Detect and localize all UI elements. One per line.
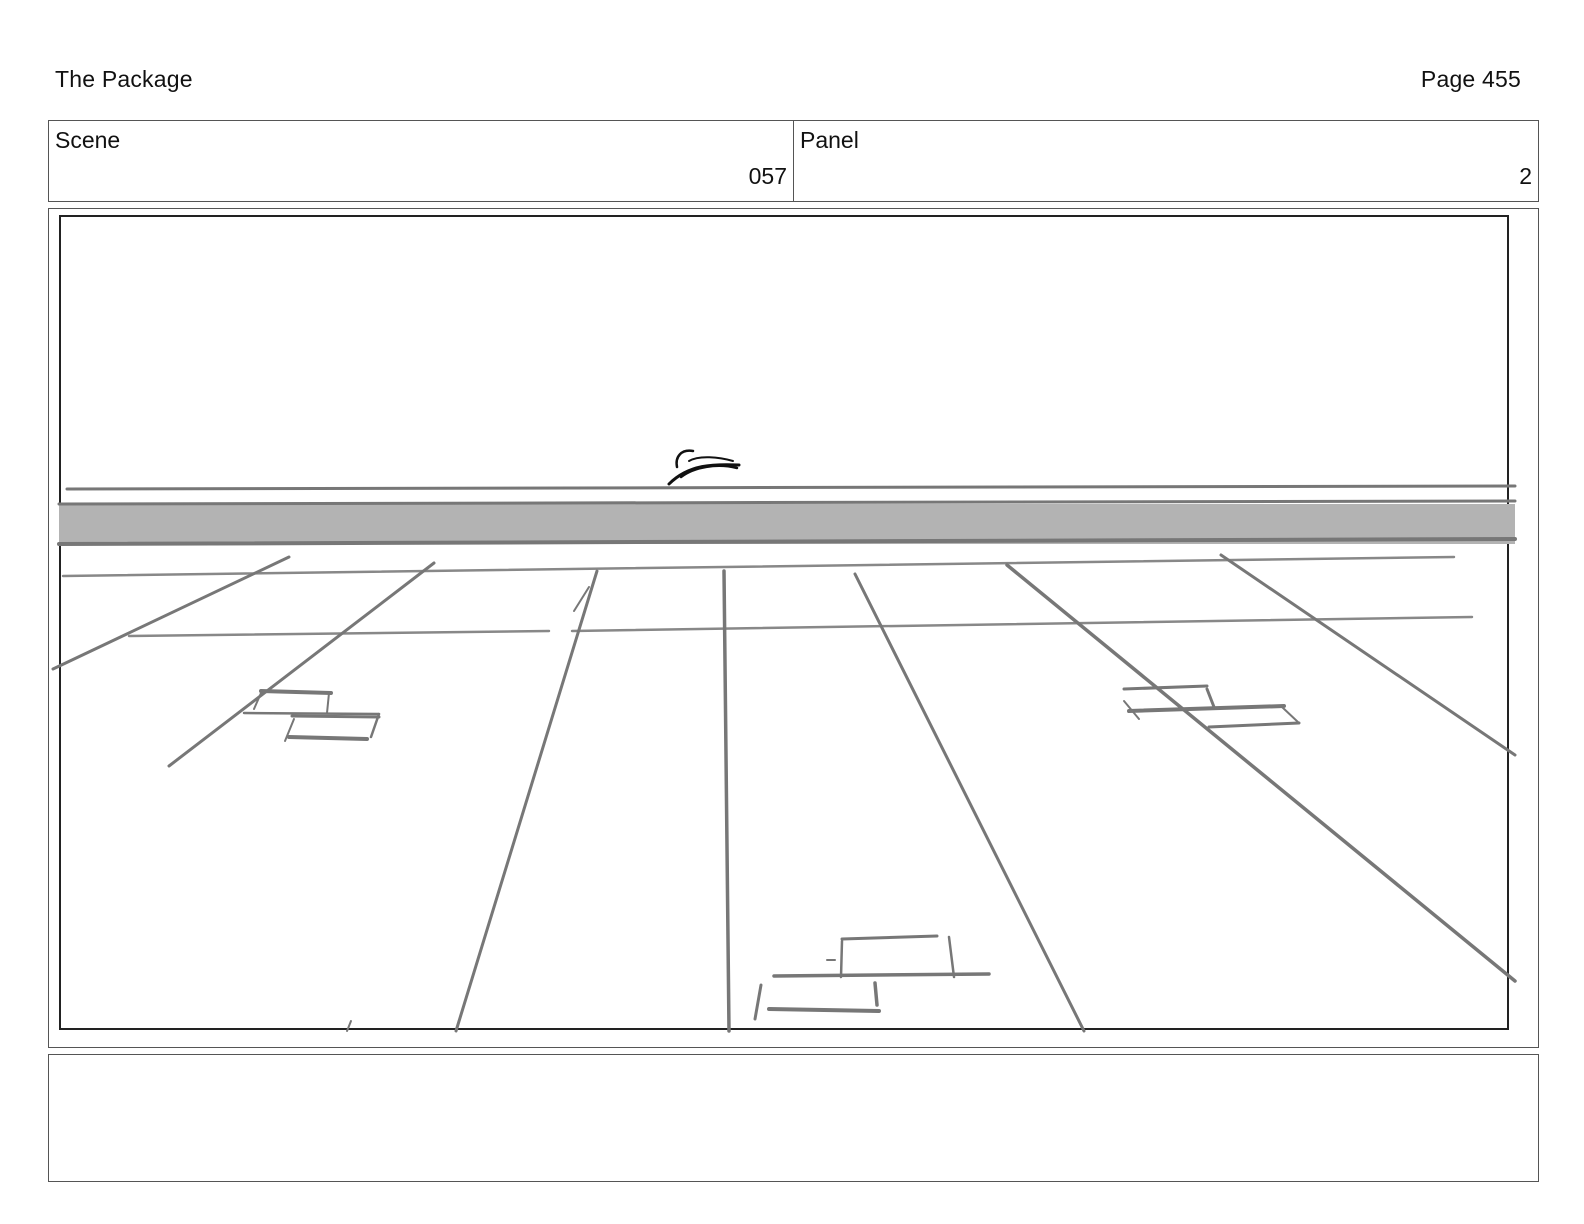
storyboard-panel <box>48 208 1539 1048</box>
panel-label: Panel <box>800 127 859 153</box>
project-title: The Package <box>55 66 193 92</box>
distant-object-sketch <box>667 449 741 486</box>
scene-label: Scene <box>55 127 121 153</box>
page-number: Page 455 <box>1420 66 1521 92</box>
scene-number: 057 <box>748 163 787 189</box>
panel-cell: Panel 2 <box>793 121 1538 201</box>
scene-panel-info: Scene 057 Panel 2 <box>48 120 1539 202</box>
ground-lines <box>61 555 1474 638</box>
ground-mark-center <box>753 934 991 1021</box>
ground-mark-right <box>1122 684 1301 729</box>
storyboard-sketch <box>51 215 1517 1033</box>
perspective-lines <box>51 553 1517 1033</box>
panel-number: 2 <box>1519 163 1532 189</box>
sketch-frame <box>59 215 1509 1030</box>
ground-mark-left <box>242 689 381 742</box>
panel-notes <box>48 1054 1539 1182</box>
wall-band <box>57 484 1517 546</box>
scene-cell: Scene 057 <box>49 121 793 201</box>
